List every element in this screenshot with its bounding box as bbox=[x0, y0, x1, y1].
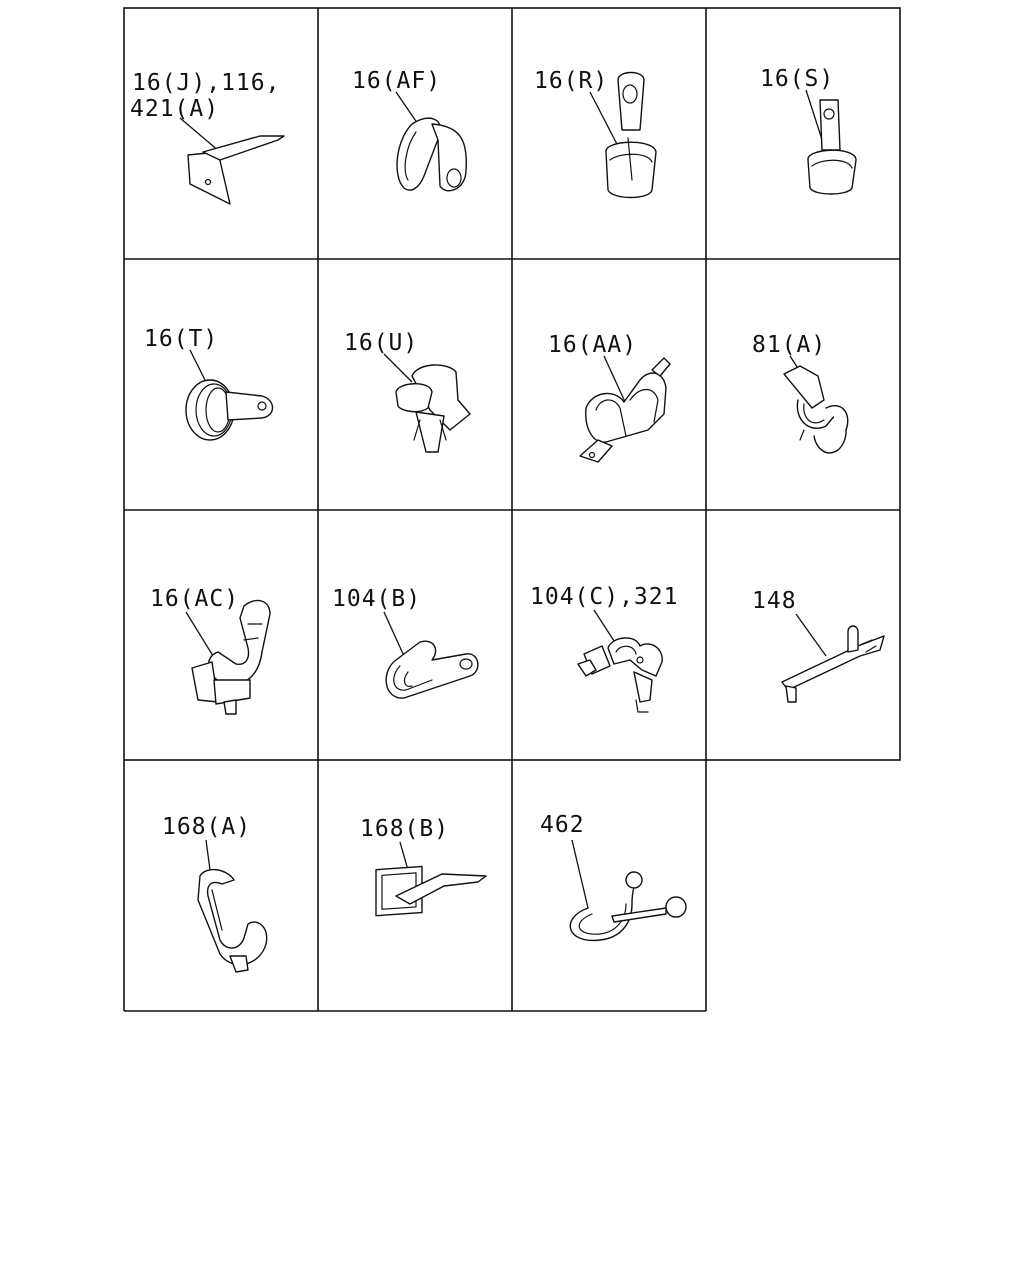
part-label: 16(AF) bbox=[352, 68, 441, 94]
cable-tie-drawing bbox=[569, 871, 687, 942]
cell-16af: 16(AF) bbox=[352, 68, 467, 192]
part-label: 168(B) bbox=[360, 816, 449, 842]
cell-104c-321: 104(C),321 bbox=[530, 584, 678, 713]
cell-16aa: 16(AA) bbox=[548, 332, 671, 463]
part-label: 16(J),116, bbox=[132, 70, 280, 96]
cell-168a: 168(A) bbox=[162, 814, 268, 973]
loop-clamp-drawing bbox=[385, 640, 479, 699]
cell-16s: 16(S) bbox=[760, 66, 857, 195]
part-label: 16(AA) bbox=[548, 332, 637, 358]
cell-16u: 16(U) bbox=[344, 330, 471, 453]
part-label: 81(A) bbox=[752, 332, 826, 358]
part-label: 148 bbox=[752, 588, 797, 614]
part-label-line2: 421(A) bbox=[130, 96, 219, 122]
part-label: 462 bbox=[540, 812, 585, 838]
hook-clip-drawing bbox=[197, 869, 268, 973]
part-label: 16(T) bbox=[144, 326, 218, 352]
tab-clip-drawing bbox=[605, 71, 657, 199]
hook-clamp-drawing bbox=[191, 599, 271, 715]
cell-148: 148 bbox=[752, 588, 885, 703]
cell-81a: 81(A) bbox=[752, 332, 849, 454]
cell-16r: 16(R) bbox=[534, 68, 657, 199]
multi-clip-drawing bbox=[577, 637, 663, 713]
cell-168b: 168(B) bbox=[360, 816, 487, 917]
part-label: 16(R) bbox=[534, 68, 608, 94]
cell-16j-116-421a: 16(J),116, 421(A) bbox=[130, 70, 285, 205]
part-label: 16(U) bbox=[344, 330, 418, 356]
strip-bracket-drawing bbox=[781, 625, 885, 703]
twin-clip-drawing bbox=[783, 365, 849, 454]
plate-bracket-drawing bbox=[375, 865, 487, 917]
cell-16t: 16(T) bbox=[144, 326, 274, 441]
push-clip-drawing bbox=[395, 364, 471, 453]
part-label: 104(C),321 bbox=[530, 584, 678, 610]
cell-104b: 104(B) bbox=[332, 586, 479, 699]
part-label: 168(A) bbox=[162, 814, 251, 840]
loop-clamp-drawing bbox=[396, 117, 467, 192]
double-clamp-drawing bbox=[579, 357, 671, 463]
cell-462: 462 bbox=[540, 812, 687, 942]
cell-16ac: 16(AC) bbox=[150, 586, 271, 715]
part-label: 16(AC) bbox=[150, 586, 239, 612]
tab-clip-drawing bbox=[807, 99, 857, 195]
bracket-clip-drawing bbox=[187, 135, 285, 205]
grid-lines bbox=[123, 7, 901, 1012]
part-label: 16(S) bbox=[760, 66, 834, 92]
p-clamp-drawing bbox=[185, 379, 274, 441]
part-label: 104(B) bbox=[332, 586, 421, 612]
